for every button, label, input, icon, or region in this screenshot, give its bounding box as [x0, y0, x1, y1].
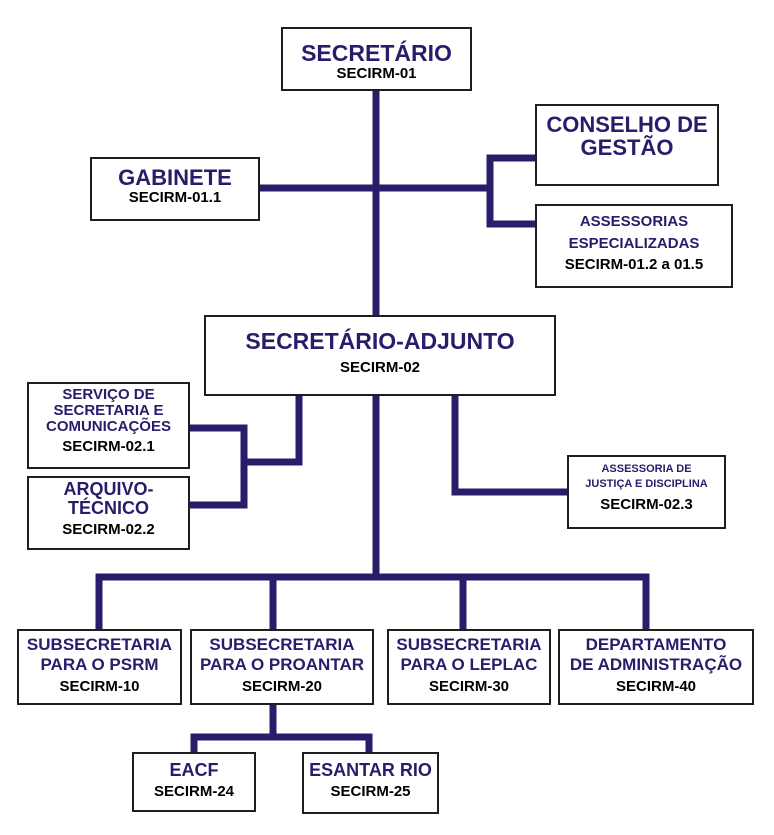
unit-secretario: SECRETÁRIO SECIRM-01: [281, 27, 472, 91]
unit-name: SUBSECRETARIA PARA O PROANTAR: [199, 635, 364, 675]
unit-esantar-rio: ESANTAR RIO SECIRM-25: [302, 752, 439, 814]
unit-name: EACF: [169, 760, 219, 780]
unit-code: SECIRM-10: [59, 677, 140, 695]
unit-subsecretaria-psrm: SUBSECRETARIA PARA O PSRM SECIRM-10: [17, 629, 182, 705]
unit-name: DEPARTAMENTO DE ADMINISTRAÇÃO: [569, 635, 743, 675]
unit-assessorias-especializadas: ASSESSORIAS ESPECIALIZADAS SECIRM-01.2 a…: [535, 204, 733, 288]
unit-code: SECIRM-01: [336, 65, 417, 83]
unit-code: SECIRM-02.3: [600, 495, 693, 513]
unit-arquivo-tecnico: ARQUIVO- TÉCNICO SECIRM-02.2: [27, 476, 190, 550]
connector-justica: [451, 392, 571, 496]
unit-departamento-administracao: DEPARTAMENTO DE ADMINISTRAÇÃO SECIRM-40: [558, 629, 754, 705]
unit-name: ASSESSORIA DE JUSTIÇA E DISCIPLINA: [585, 463, 708, 491]
unit-code: SECIRM-02: [339, 359, 421, 377]
unit-code: SECIRM-02.2: [62, 520, 155, 538]
unit-subsecretaria-leplac: SUBSECRETARIA PARA O LEPLAC SECIRM-30: [387, 629, 551, 705]
unit-name: SECRETÁRIO: [301, 40, 452, 66]
unit-name: SECRETÁRIO-ADJUNTO: [245, 328, 515, 354]
unit-name: GABINETE: [118, 165, 232, 190]
unit-name: CONSELHO DE GESTÃO: [546, 112, 708, 161]
unit-code: SECIRM-02.1: [62, 437, 155, 455]
unit-code: SECIRM-40: [615, 677, 697, 695]
unit-code: SECIRM-01.2 a 01.5: [564, 255, 704, 273]
unit-subsecretaria-proantar: SUBSECRETARIA PARA O PROANTAR SECIRM-20: [190, 629, 374, 705]
unit-name: ARQUIVO- TÉCNICO: [63, 479, 154, 518]
unit-eacf: EACF SECIRM-24: [132, 752, 256, 812]
unit-name: SUBSECRETARIA PARA O PSRM: [26, 635, 173, 675]
unit-conselho-de-gestao: CONSELHO DE GESTÃO: [535, 104, 719, 186]
unit-code: SECIRM-24: [153, 782, 235, 800]
unit-code: SECIRM-30: [428, 677, 510, 695]
unit-code: SECIRM-20: [241, 677, 323, 695]
unit-code: SECIRM-01.1: [128, 189, 222, 207]
unit-name: ASSESSORIAS ESPECIALIZADAS: [568, 213, 700, 252]
unit-secretario-adjunto: SECRETÁRIO-ADJUNTO SECIRM-02: [204, 315, 556, 396]
unit-servico-de-secretaria: SERVIÇO DE SECRETARIA E COMUNICAÇÕES SEC…: [27, 382, 190, 469]
unit-assessoria-de-justica: ASSESSORIA DE JUSTIÇA E DISCIPLINA SECIR…: [567, 455, 726, 529]
unit-gabinete: GABINETE SECIRM-01.1: [90, 157, 260, 221]
connector-staff-bracket: [486, 154, 540, 228]
unit-code: SECIRM-25: [330, 782, 411, 800]
unit-name: SERVIÇO DE SECRETARIA E COMUNICAÇÕES: [45, 386, 171, 436]
connector-proantar-stations: [190, 701, 373, 756]
unit-name: SUBSECRETARIA PARA O LEPLAC: [396, 635, 542, 675]
connector-servico-stub: [186, 424, 248, 466]
connector-group: [95, 86, 650, 756]
unit-name: ESANTAR RIO: [309, 760, 432, 780]
